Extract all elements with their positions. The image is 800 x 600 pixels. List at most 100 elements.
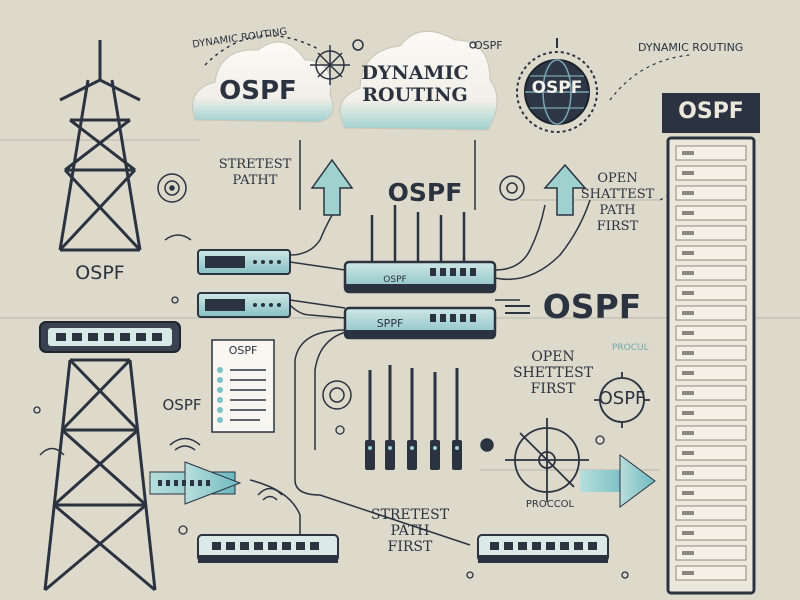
globe-ospf-label: OSPF (531, 78, 583, 98)
router-top-label: OSPF (383, 275, 407, 285)
open-lower-label-1: OPEN (531, 349, 575, 365)
bottom-label-3: FIRST (387, 539, 433, 555)
cloud-icon (339, 30, 498, 131)
server-slot-led (682, 531, 694, 535)
open-lower-label-2: SHETTEST (512, 365, 594, 381)
ospf-circle-label: OSPF (598, 388, 646, 409)
server-slot (675, 425, 747, 441)
target-icon (594, 372, 650, 428)
cloud-routing-label: ROUTING (362, 84, 468, 106)
antenna-icon (370, 205, 466, 262)
server-slot-led (682, 231, 694, 235)
server-slot (675, 545, 747, 561)
server-slot (675, 465, 747, 481)
server-slot (675, 485, 747, 501)
arrow-icon (580, 454, 656, 508)
server-slot (675, 505, 747, 521)
server-rack-icon (662, 93, 760, 595)
network-switch-icon (477, 534, 609, 563)
server-slot-led (682, 451, 694, 455)
arrow-icon (310, 158, 587, 216)
transmission-tower-icon (43, 40, 157, 592)
compass-icon (310, 45, 350, 85)
center-ospf-label: OSPF (387, 178, 463, 207)
cloud-dynamic-label: DYNAMIC (361, 62, 469, 84)
server-slot-led (682, 391, 694, 395)
router-icon (197, 249, 291, 275)
server-slot-led (682, 191, 694, 195)
server-slot-led (682, 551, 694, 555)
cloud-icon (192, 41, 334, 123)
server-slot-led (682, 251, 694, 255)
tower-ospf-label: OSPF (75, 262, 125, 284)
server-slot-led (682, 411, 694, 415)
dashed-arc (204, 34, 321, 66)
open-shortest-label-3: PATH (599, 203, 636, 218)
server-slot-led (682, 331, 694, 335)
dynamic-routing-right-label: DYNAMIC ROUTING (638, 41, 744, 54)
server-slot-led (682, 211, 694, 215)
server-slot (675, 205, 747, 221)
server-slot-led (682, 351, 694, 355)
server-slot-led (682, 291, 694, 295)
server-slot-led (682, 271, 694, 275)
server-slot (675, 565, 747, 581)
server-slot (675, 445, 747, 461)
open-shortest-label-2: SHATTEST (580, 187, 655, 202)
server-slot-led (682, 491, 694, 495)
server-slot (675, 525, 747, 541)
server-slot-led (682, 311, 694, 315)
big-ospf-label: OSPF (542, 287, 642, 326)
network-switch-icon (39, 321, 181, 353)
router-icon (343, 306, 497, 340)
server-slot (675, 265, 747, 281)
protocol-label: PROCCOL (525, 499, 575, 510)
wifi-icon (39, 234, 283, 501)
server-slot (675, 365, 747, 381)
server-slot (675, 225, 747, 241)
document-icon (211, 339, 275, 433)
server-slot-led (682, 511, 694, 515)
server-slot (675, 405, 747, 421)
server-slot-led (682, 471, 694, 475)
router-icon (343, 260, 497, 294)
server-slot-led (682, 431, 694, 435)
bottom-label-2: PATH (390, 523, 430, 539)
antenna-icon (365, 365, 462, 470)
server-slot-led (682, 151, 694, 155)
decorative-marks (33, 41, 629, 579)
server-slot (675, 285, 747, 301)
shortest-path-label-1: STRETEST (218, 157, 292, 172)
ospf-top-label: OSPF (474, 39, 503, 52)
server-slot (675, 185, 747, 201)
server-slot-led (682, 571, 694, 575)
shortest-path-label-2: PATHT (232, 173, 278, 188)
cloud-ospf-label: OSPF (219, 76, 297, 106)
open-lower-label-3: FIRST (530, 381, 576, 397)
dashed-arc (609, 54, 691, 101)
server-slot-led (682, 171, 694, 175)
router-icon (197, 292, 291, 318)
server-slot (675, 305, 747, 321)
server-slot-led (682, 371, 694, 375)
open-shortest-label-1: OPEN (597, 171, 638, 186)
protocol-small-label: PROCUL (612, 343, 649, 353)
server-slot (675, 245, 747, 261)
server-slot (675, 325, 747, 341)
target-icon (157, 39, 525, 452)
arrow-icon (149, 461, 242, 505)
network-switch-icon (197, 534, 339, 563)
compass-icon (505, 418, 589, 502)
router-bottom-label: SPPF (376, 317, 404, 330)
document-ospf-label: OSPF (228, 344, 258, 357)
server-slot (675, 145, 747, 161)
globe-icon (516, 38, 598, 133)
server-slot (675, 385, 747, 401)
bottom-label-1: STRETEST (370, 507, 450, 523)
ospf-left-label: OSPF (162, 396, 202, 414)
server-slot (675, 345, 747, 361)
server-header-label: OSPF (678, 99, 744, 124)
open-shortest-label-4: FIRST (596, 219, 639, 234)
server-slot (675, 165, 747, 181)
